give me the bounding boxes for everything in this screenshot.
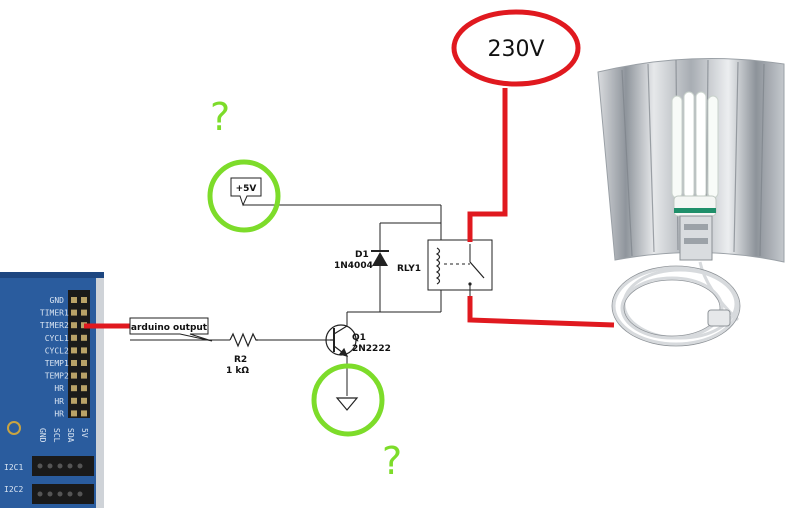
board-bottom-pin-label: GND xyxy=(38,428,47,443)
cable-plug xyxy=(707,309,731,327)
diode-ref: D1 xyxy=(355,250,369,260)
header-pin xyxy=(81,347,87,354)
board-pin-number: 2 xyxy=(64,346,69,355)
header-pin xyxy=(71,397,77,404)
header-pin xyxy=(71,385,77,392)
i2c2-connector xyxy=(32,484,94,504)
supply-tag: +5V xyxy=(230,177,262,207)
header-pin xyxy=(81,372,87,379)
circuit-wires xyxy=(130,204,442,396)
board-bottom-pin-labels: GND SCL SDA 5V xyxy=(38,428,89,443)
cfl-bulb xyxy=(671,91,719,261)
mains-wire-lamp xyxy=(467,296,615,328)
i2c1-label: I2C1 xyxy=(4,463,23,472)
lamp-photo xyxy=(597,58,785,347)
mains-wire-top xyxy=(467,88,508,242)
board-mount-hole xyxy=(7,421,21,435)
relay-switch xyxy=(469,261,485,279)
board-pin-label: HR xyxy=(54,384,64,393)
header-pin xyxy=(71,410,77,417)
header-pin xyxy=(81,360,87,366)
relay-rly1 xyxy=(427,239,493,296)
header-pin xyxy=(71,347,77,354)
mains-voltage-callout xyxy=(451,9,581,87)
header-pin xyxy=(71,297,77,303)
board-pin-label: TIMER xyxy=(40,309,64,318)
ground-symbol xyxy=(335,397,359,411)
supply-highlight-circle xyxy=(207,159,281,233)
transistor-q1 xyxy=(325,324,357,357)
mains-voltage-label: 230V xyxy=(487,37,544,62)
board-pin-label: HR xyxy=(54,409,64,418)
header-pin xyxy=(71,334,77,341)
i2c1-connector xyxy=(32,456,94,476)
board-pin-label: HR xyxy=(54,397,64,406)
header-pin xyxy=(71,360,77,366)
board-pin-label: CYCL xyxy=(45,346,64,355)
question-mark-ground: ? xyxy=(382,439,402,483)
board-pin-number: 2 xyxy=(64,321,69,330)
diode-part: 1N4004 xyxy=(334,261,373,271)
header-pin xyxy=(71,372,77,379)
header-pin xyxy=(81,410,87,417)
board-pin-label: GND xyxy=(50,296,65,305)
board-bottom-pin-label: SCL xyxy=(52,428,61,443)
board-bottom-pin-label: 5V xyxy=(80,428,89,438)
header-pin xyxy=(81,397,87,404)
header-pin xyxy=(81,297,87,303)
header-pin xyxy=(81,385,87,392)
board-pin-label: CYCL xyxy=(45,334,64,343)
header-pin xyxy=(71,322,77,329)
board-pin-number: 1 xyxy=(64,334,69,343)
board-pin-label: TEMP xyxy=(45,372,64,381)
resistor-value: 1 kΩ xyxy=(226,366,249,376)
header-pin xyxy=(81,334,87,341)
header-pin xyxy=(71,309,77,316)
board-pin-label: TIMER xyxy=(40,321,64,330)
power-cable xyxy=(612,261,740,346)
i2c2-label: I2C2 xyxy=(4,485,23,494)
resistor-ref: R2 xyxy=(234,355,247,365)
board-pin-number: 2 xyxy=(64,372,69,381)
resistor-r2: R2 1 kΩ xyxy=(226,332,258,376)
diode-d1 xyxy=(371,250,389,266)
header-pin xyxy=(81,309,87,316)
transistor-ref: Q1 xyxy=(352,333,366,343)
board-bottom-pin-label: SDA xyxy=(66,428,75,443)
transistor-part: 2N2222 xyxy=(352,344,391,354)
relay-coil xyxy=(435,247,441,285)
header-pins xyxy=(68,290,90,418)
arduino-output-label: arduino output xyxy=(131,323,208,333)
relay-ref: RLY1 xyxy=(397,264,421,274)
ground-highlight-circle xyxy=(311,363,385,437)
arduino-output-tag: arduino output xyxy=(129,317,213,342)
board-edge xyxy=(96,272,104,508)
supply-label: +5V xyxy=(236,184,257,194)
board-pin-number: 1 xyxy=(64,359,69,368)
board-pin-label: TEMP xyxy=(45,359,64,368)
board-pin-number: 1 xyxy=(64,309,69,318)
question-mark-supply: ? xyxy=(210,95,230,139)
